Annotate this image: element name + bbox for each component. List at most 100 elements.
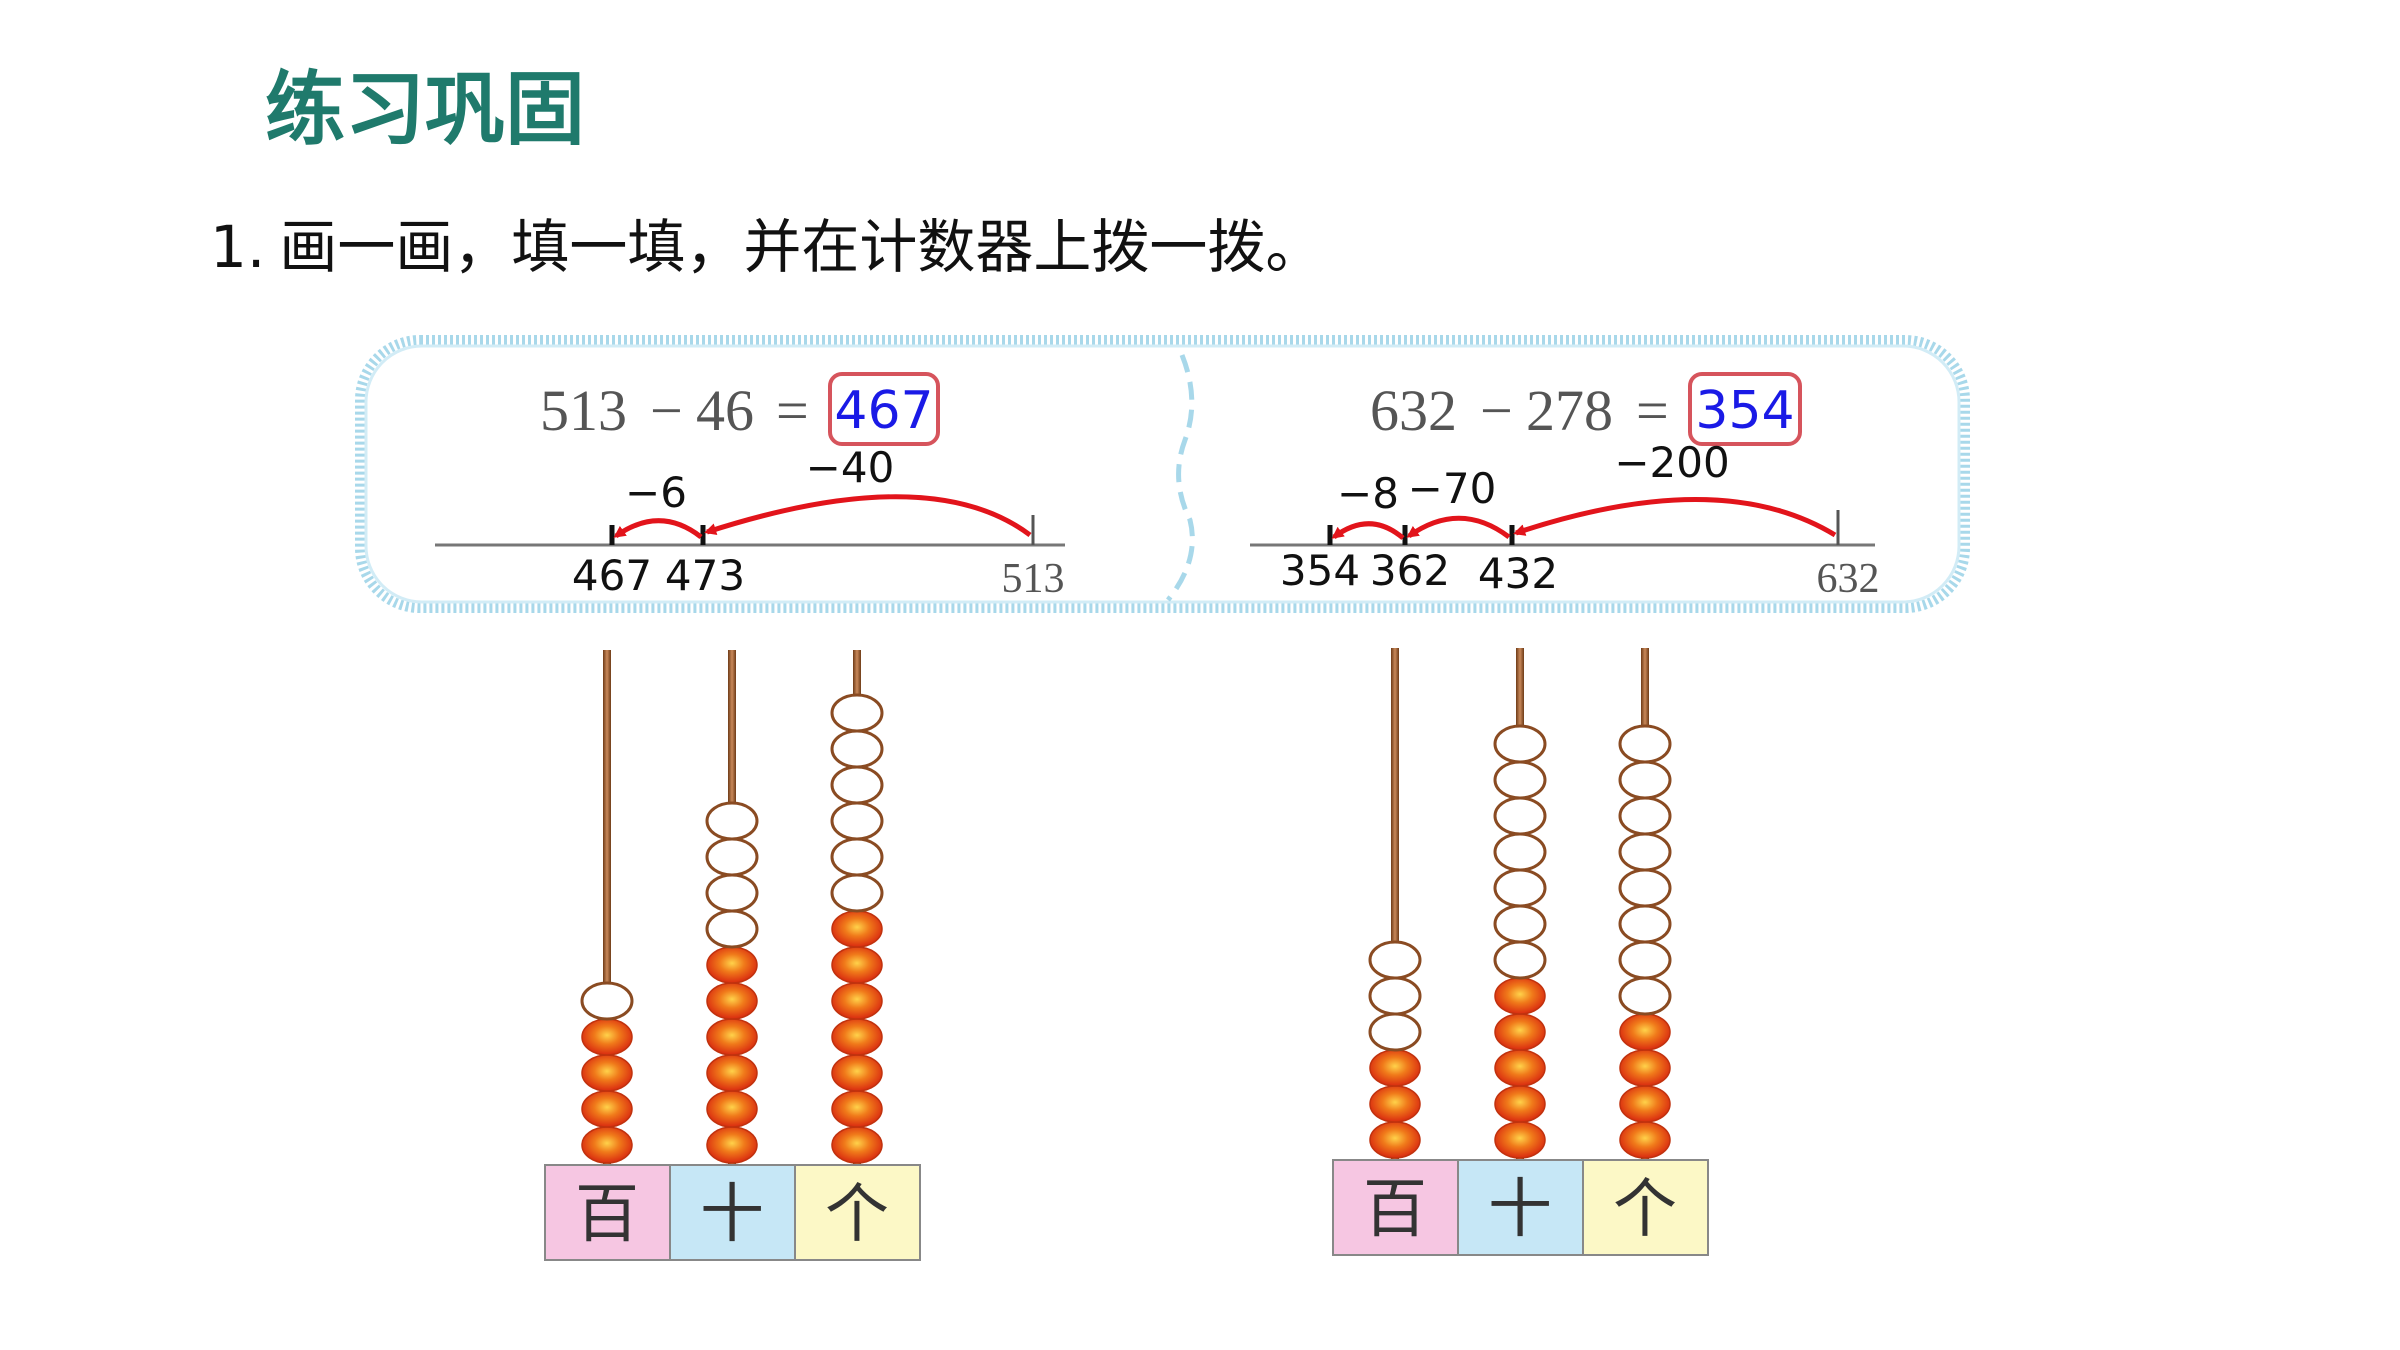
- abacus1-ones-bead-inactive[interactable]: [830, 873, 884, 913]
- abacus2-ones-cell: [1582, 1159, 1709, 1256]
- abacus1-ones-bead-active[interactable]: [831, 982, 883, 1020]
- section-title: 练习巩固: [265, 63, 585, 156]
- abacus1-tens-bead-active[interactable]: [706, 1054, 758, 1092]
- abacus1-ones-bead-inactive[interactable]: [830, 837, 884, 877]
- abacus1-ones-cell: [794, 1164, 921, 1261]
- abacus1-tens-bead-active[interactable]: [706, 1126, 758, 1164]
- abacus2-tens-bead-active[interactable]: [1494, 1049, 1546, 1087]
- eq1-answer: 467: [834, 381, 933, 441]
- abacus2-tens-bead-active[interactable]: [1494, 1121, 1546, 1159]
- nl1-jump-label-6: −6: [625, 468, 687, 517]
- abacus1-tens-bead-inactive[interactable]: [705, 837, 759, 877]
- abacus2-ones-bead-active[interactable]: [1619, 1013, 1671, 1051]
- abacus2-label-ones: 个: [1613, 1173, 1677, 1247]
- abacus1-rod-hundreds: [603, 650, 611, 1165]
- nl1-jump-minus-6: [613, 518, 703, 539]
- abacus1-ones-bead-active[interactable]: [831, 1054, 883, 1092]
- abacus1-label-hundreds: 百: [575, 1178, 639, 1252]
- abacus1-tens-cell: [669, 1164, 796, 1261]
- abacus2-tens-bead-inactive[interactable]: [1493, 904, 1547, 944]
- nl1-point-467: 467: [572, 551, 652, 600]
- abacus2-ones-bead-inactive[interactable]: [1618, 832, 1672, 872]
- abacus2-ones-bead-inactive[interactable]: [1618, 940, 1672, 980]
- abacus1-tens-bead-active[interactable]: [706, 982, 758, 1020]
- abacus2-hundreds-bead-inactive[interactable]: [1368, 940, 1422, 980]
- abacus2-tens-bead-inactive[interactable]: [1493, 940, 1547, 980]
- abacus2-ones-bead-inactive[interactable]: [1618, 724, 1672, 764]
- abacus2-ones-bead-active[interactable]: [1619, 1121, 1671, 1159]
- abacus1-ones-bead-active[interactable]: [831, 946, 883, 984]
- nl2-jump-label-70: −70: [1408, 464, 1497, 513]
- abacus1-ones-bead-inactive[interactable]: [830, 729, 884, 769]
- abacus2-tens-bead-active[interactable]: [1494, 1013, 1546, 1051]
- abacus1-ones-bead-inactive[interactable]: [830, 693, 884, 733]
- eq1-answer-box: [828, 372, 940, 446]
- eq2-subtrahend: 278: [1526, 378, 1613, 443]
- eq2-answer-box: [1688, 372, 1802, 446]
- abacus1-ones-bead-inactive[interactable]: [830, 765, 884, 805]
- bubble-outline: [355, 335, 1970, 613]
- abacus1-tens-bead-active[interactable]: [706, 946, 758, 984]
- abacus2-hundreds-bead-inactive[interactable]: [1368, 1012, 1422, 1052]
- abacus2-hundreds-bead-active[interactable]: [1369, 1121, 1421, 1159]
- abacus1-ones-bead-active[interactable]: [831, 910, 883, 948]
- eq2-minus: −: [1480, 378, 1513, 443]
- abacus2-tens-cell: [1457, 1159, 1584, 1256]
- abacus2-ones-bead-inactive[interactable]: [1618, 760, 1672, 800]
- question-prompt: 画一画，填一填，并在计数器上拨一拨。: [279, 213, 1324, 281]
- bubble-divider: [1166, 354, 1195, 602]
- abacus2-tens-bead-active[interactable]: [1494, 1085, 1546, 1123]
- nl2-jump-minus-8: [1331, 521, 1405, 540]
- abacus1-hundreds-bead-inactive[interactable]: [580, 981, 634, 1021]
- abacus-1: 百 十 个: [544, 650, 921, 1261]
- abacus2-label-hundreds: 百: [1363, 1173, 1427, 1247]
- bubble-outline-inner: [364, 344, 1961, 604]
- abacus2-hundreds-cell: [1332, 1159, 1459, 1256]
- abacus2-ones-bead-active[interactable]: [1619, 1049, 1671, 1087]
- equation-2: 632 − 278 = 354: [1370, 372, 1802, 446]
- abacus1-hundreds-bead-active[interactable]: [581, 1126, 633, 1164]
- abacus2-tens-bead-inactive[interactable]: [1493, 760, 1547, 800]
- abacus2-ones-bead-inactive[interactable]: [1618, 868, 1672, 908]
- eq1-minus: −: [650, 378, 683, 443]
- abacus2-tens-bead-inactive[interactable]: [1493, 796, 1547, 836]
- abacus2-hundreds-bead-inactive[interactable]: [1368, 976, 1422, 1016]
- abacus1-tens-bead-active[interactable]: [706, 1018, 758, 1056]
- question-number: 1.: [210, 213, 266, 281]
- abacus2-ones-bead-active[interactable]: [1619, 1085, 1671, 1123]
- abacus1-tens-bead-inactive[interactable]: [705, 909, 759, 949]
- nl2-point-632: 632: [1817, 556, 1880, 602]
- abacus2-tens-bead-inactive[interactable]: [1493, 832, 1547, 872]
- eq2-minuend: 632: [1370, 378, 1457, 443]
- abacus1-label-ones: 个: [825, 1178, 889, 1252]
- nl2-point-362: 362: [1370, 546, 1450, 595]
- abacus2-tens-bead-inactive[interactable]: [1493, 868, 1547, 908]
- abacus1-tens-bead-inactive[interactable]: [705, 801, 759, 841]
- abacus1-ones-bead-active[interactable]: [831, 1126, 883, 1164]
- abacus2-ones-bead-inactive[interactable]: [1618, 976, 1672, 1016]
- abacus-2: 百 十 个: [1332, 648, 1709, 1256]
- question-text: 1.画一画，填一填，并在计数器上拨一拨。: [210, 218, 1323, 276]
- equation-1: 513 − 46 = 467: [540, 372, 940, 446]
- abacus2-ones-bead-inactive[interactable]: [1618, 796, 1672, 836]
- abacus1-tens-bead-active[interactable]: [706, 1090, 758, 1128]
- nl1-jump-minus-40: [704, 494, 1032, 538]
- abacus1-ones-bead-active[interactable]: [831, 1090, 883, 1128]
- eq1-equals: =: [776, 378, 809, 443]
- abacus1-tens-bead-inactive[interactable]: [705, 873, 759, 913]
- abacus2-hundreds-bead-active[interactable]: [1369, 1049, 1421, 1087]
- abacus1-hundreds-bead-active[interactable]: [581, 1054, 633, 1092]
- abacus2-label-tens: 十: [1488, 1173, 1552, 1247]
- nl1-point-473: 473: [665, 551, 745, 600]
- abacus1-ones-bead-active[interactable]: [831, 1018, 883, 1056]
- abacus2-hundreds-bead-active[interactable]: [1369, 1085, 1421, 1123]
- abacus1-hundreds-bead-active[interactable]: [581, 1018, 633, 1056]
- abacus1-hundreds-cell: [544, 1164, 671, 1261]
- abacus1-ones-bead-inactive[interactable]: [830, 801, 884, 841]
- abacus1-hundreds-bead-active[interactable]: [581, 1090, 633, 1128]
- nl1-point-513: 513: [1002, 556, 1065, 602]
- abacus2-ones-bead-inactive[interactable]: [1618, 904, 1672, 944]
- abacus2-tens-bead-inactive[interactable]: [1493, 724, 1547, 764]
- abacus2-tens-bead-active[interactable]: [1494, 977, 1546, 1015]
